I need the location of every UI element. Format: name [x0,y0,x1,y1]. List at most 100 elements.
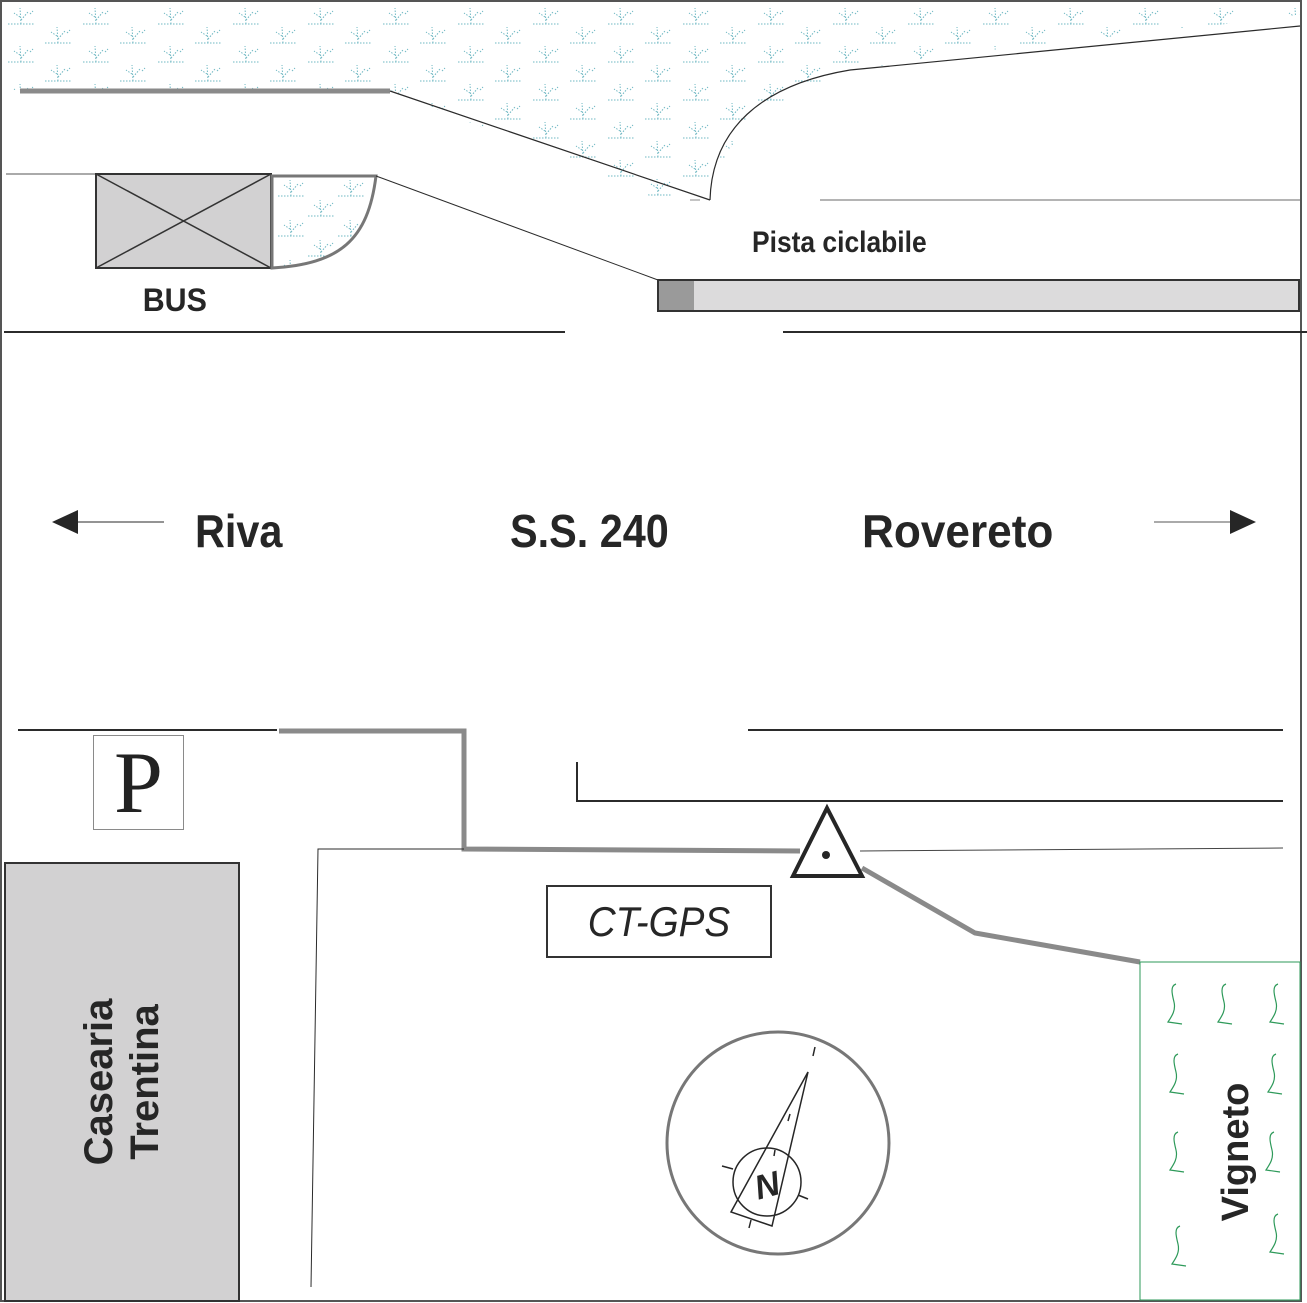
marsh-grass-icon [307,159,335,177]
marsh-grass-icon [382,7,410,25]
marsh-grass-icon [532,83,560,101]
marsh-grass-icon [382,159,410,177]
marsh-grass-icon [944,178,972,196]
marsh-grass-icon [757,159,785,177]
marsh-grass-icon [7,121,35,139]
marsh-grass-icon [1244,140,1272,158]
marsh-grass-icon [607,159,635,177]
compass-icon: N [665,1030,891,1256]
side-road-edge [576,762,1283,802]
marsh-grass-icon [1169,102,1197,120]
marsh-grass-icon [944,64,972,82]
marsh-grass-icon [1282,45,1300,63]
marsh-grass-icon [82,45,110,63]
marsh-grass-icon [682,121,710,139]
lot-edge-east [859,847,1284,852]
marsh-grass-icon [682,45,710,63]
marsh-grass-icon [1207,83,1235,101]
marsh-grass-icon [344,64,372,82]
marsh-grass-icon [44,26,72,44]
marsh-grass-icon [1019,102,1047,120]
marsh-grass-icon [44,178,72,196]
marsh-grass-icon [1169,26,1197,44]
direction-rovereto-label: Rovereto [862,505,1054,557]
marsh-grass-icon [794,140,822,158]
marsh-grass-icon [1244,64,1272,82]
marsh-grass-icon [1207,7,1235,25]
marsh-grass-icon [457,83,485,101]
marsh-grass-icon [44,64,72,82]
marsh-grass-icon [644,64,672,82]
marsh-grass-icon [1019,64,1047,82]
vineyard [1139,961,1301,1301]
marsh-grass-icon [832,121,860,139]
marsh-grass-icon [1094,140,1122,158]
marsh-grass-icon [232,45,260,63]
marsh-grass-icon [269,178,297,196]
marsh-grass-icon [494,102,522,120]
marsh-grass-icon [277,219,305,237]
marsh-grass-icon [44,140,72,158]
marsh-grass-icon [82,121,110,139]
marsh-grass-icon [7,45,35,63]
road-name-label: S.S. 240 [510,505,669,557]
marsh-grass-icon [1169,64,1197,82]
marsh-grass-icon [419,140,447,158]
marsh-area [7,7,1300,196]
marsh-grass-icon [1094,64,1122,82]
marsh-grass-icon [194,140,222,158]
road-edge-diagonal-upper [389,90,711,201]
marsh-grass-icon [1019,26,1047,44]
marsh-grass-icon [277,179,305,197]
marsh-grass-icon [569,102,597,120]
bike-path-label: Pista ciclabile [752,226,927,259]
marsh-grass-icon [1132,121,1160,139]
marsh-grass-icon [794,26,822,44]
marsh-grass-icon [1132,45,1160,63]
property-boundary [279,728,801,854]
marsh-grass-icon [44,102,72,120]
marsh-grass-icon [569,140,597,158]
marsh-grass-icon [1244,178,1272,196]
marsh-grass-icon [757,7,785,25]
marsh-grass-icon [532,45,560,63]
marsh-grass-icon [869,178,897,196]
marsh-grass-icon [457,159,485,177]
marsh-grass-icon [269,140,297,158]
marsh-grass-icon [794,102,822,120]
marsh-grass-icon [1282,159,1300,177]
marsh-grass-icon [757,121,785,139]
marsh-grass-icon [1019,178,1047,196]
marsh-grass-icon [944,26,972,44]
marsh-grass-icon [757,45,785,63]
marsh-grass-icon [532,121,560,139]
marsh-grass-icon [1132,83,1160,101]
marsh-grass-icon [532,159,560,177]
marsh-grass-icon [457,45,485,63]
pond [270,174,378,270]
marsh-grass-icon [419,64,447,82]
marsh-grass-icon [832,83,860,101]
arrow-left-icon [52,510,164,534]
marsh-grass-icon [1282,83,1300,101]
marsh-grass-icon [1132,7,1160,25]
marsh-grass-icon [907,45,935,63]
marsh-grass-icon [1094,26,1122,44]
marsh-grass-icon [307,45,335,63]
marsh-grass-icon [832,7,860,25]
marsh-grass-icon [119,26,147,44]
arrow-right-icon [1154,510,1256,534]
marsh-grass-icon [607,83,635,101]
marsh-grass-icon [382,121,410,139]
marsh-grass-icon [1169,140,1197,158]
marsh-grass-icon [157,121,185,139]
marsh-grass-icon [719,178,747,196]
marsh-grass-icon [569,64,597,82]
marsh-grass-icon [832,45,860,63]
marsh-grass-icon [719,26,747,44]
marsh-grass-icon [194,64,222,82]
marsh-grass-icon [569,26,597,44]
building-label-line1: Casearia [77,998,121,1166]
marsh-grass-icon [269,26,297,44]
marsh-grass-icon [382,45,410,63]
